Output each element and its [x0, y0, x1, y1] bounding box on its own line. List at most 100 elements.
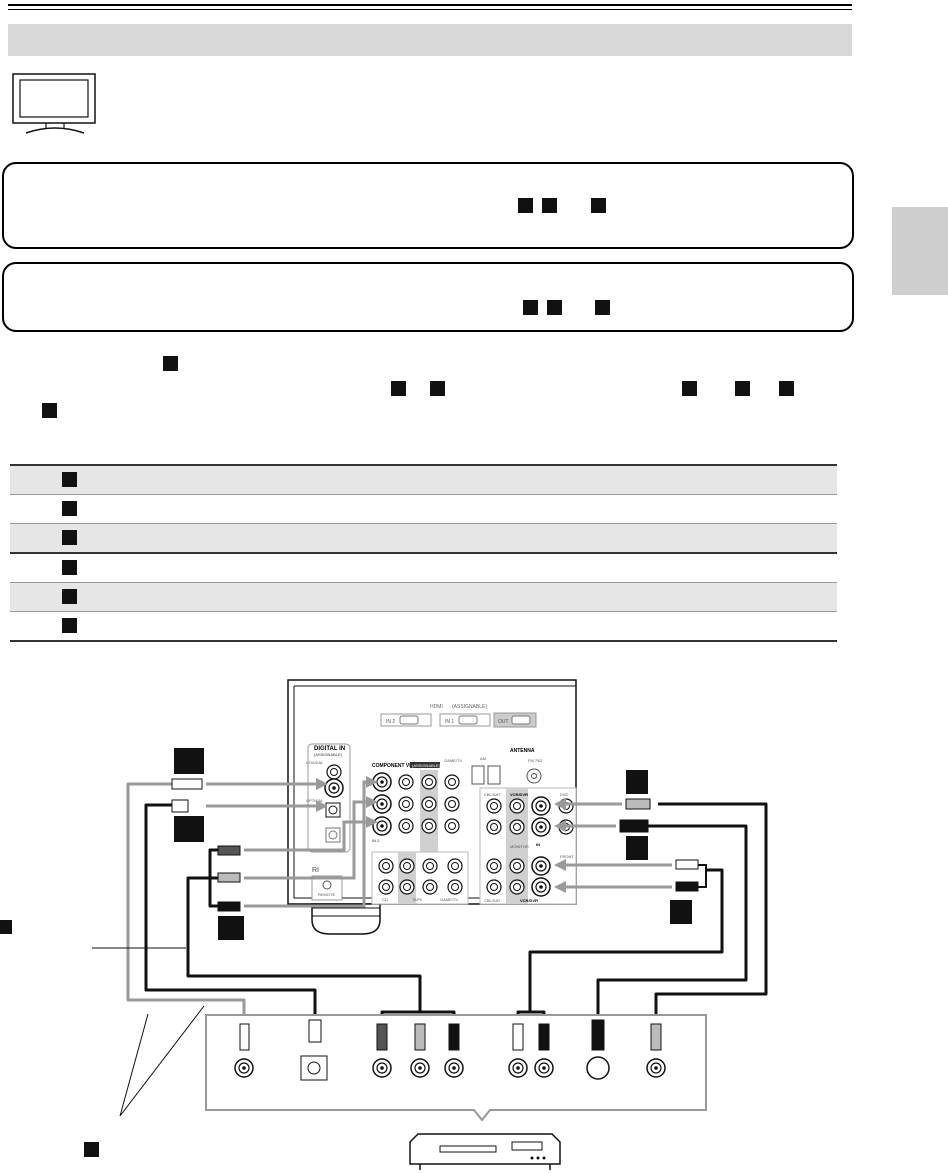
- device-component-jack[interactable]: [444, 1058, 464, 1078]
- ref-square: [42, 403, 57, 418]
- ref-square: [523, 300, 538, 315]
- component-jack: [421, 774, 437, 790]
- ref-square: [84, 1142, 99, 1157]
- ref-square: [163, 356, 178, 371]
- table-bottom-rule: [10, 640, 837, 642]
- ref-square: [779, 381, 794, 396]
- fm-label: FM 75Ω: [528, 758, 542, 763]
- component-sub-label: (ASSIGNABLE): [412, 763, 441, 768]
- connection-table: [10, 464, 837, 642]
- row-square: [62, 589, 77, 604]
- hdmi-port-label: IN 2: [386, 719, 395, 725]
- component-jack: [421, 796, 437, 812]
- plugs-and-arrows: [171, 776, 707, 912]
- row-square: [62, 472, 77, 487]
- ref-square: [174, 816, 204, 842]
- game-tv-label: GAME/TV: [444, 758, 462, 763]
- coaxial-label: COAXIAL: [306, 760, 324, 765]
- front-label: FRONT: [560, 854, 574, 859]
- component-jack: [421, 818, 437, 834]
- tv-icon: [12, 73, 96, 134]
- table-row: [10, 611, 837, 640]
- antenna-label: ANTENNA: [510, 748, 535, 754]
- am-label: AM: [480, 756, 486, 761]
- vcr-jack: [509, 858, 525, 874]
- component-jack: [398, 818, 414, 834]
- device-video-jack[interactable]: [646, 1058, 666, 1078]
- vcr-dvr-audio-r-jack[interactable]: [531, 877, 551, 897]
- in-2-label: IN 2: [372, 838, 380, 843]
- ref-square: [682, 381, 697, 396]
- coaxial-jack-1: [326, 764, 342, 780]
- receiver-rear-panel: HDMI (ASSIGNABLE) IN 2 IN 1 OUT DIGITAL …: [287, 679, 577, 935]
- connection-diagram: HDMI (ASSIGNABLE) IN 2 IN 1 OUT DIGITAL …: [0, 679, 768, 1170]
- optical-label: OPTICAL: [306, 798, 324, 803]
- tape-label: TAPE: [412, 897, 422, 902]
- table-row: [10, 464, 837, 494]
- vcr-dvr-bottom-label: VCR/DVR: [520, 898, 538, 903]
- game-tv-jack: [447, 879, 463, 895]
- note-box-hdmi: [2, 162, 854, 249]
- ref-square: [626, 836, 648, 860]
- cbl-sat-jack: [486, 858, 502, 874]
- ref-square: [735, 381, 750, 396]
- ref-square: [595, 300, 610, 315]
- device-component-jack[interactable]: [410, 1058, 430, 1078]
- table-row: [10, 582, 837, 611]
- ref-square: [547, 300, 562, 315]
- component-jack[interactable]: [372, 794, 392, 814]
- cbl-sat-label: CBL/SAT: [484, 792, 501, 797]
- hdmi-port-label: OUT: [498, 719, 509, 725]
- table-row: [10, 523, 837, 552]
- component-jack[interactable]: [372, 816, 392, 836]
- row-square: [62, 560, 77, 575]
- vcr-dvr-label: VCR/DVR: [510, 792, 528, 797]
- hdmi-port-label: IN 1: [445, 719, 454, 725]
- tape-jack: [399, 879, 415, 895]
- digital-in-label: DIGITAL IN: [314, 746, 345, 752]
- cd-jack: [378, 858, 394, 874]
- ref-square: [591, 198, 606, 213]
- game-tv-jack: [444, 818, 460, 834]
- device-component-jack[interactable]: [372, 1058, 392, 1078]
- side-tab: [892, 207, 948, 295]
- device-coaxial-jack[interactable]: [234, 1058, 254, 1078]
- tape-jack: [399, 858, 415, 874]
- vcr-dvr-audio-l-jack[interactable]: [531, 856, 551, 876]
- component-video-label: COMPONENT VIDEO: [372, 763, 422, 769]
- game-tv-jack: [447, 858, 463, 874]
- vcr-jack: [509, 879, 525, 895]
- tape-jack: [422, 858, 438, 874]
- hdmi-label: HDMI: [430, 704, 443, 710]
- note-box-component: [2, 262, 854, 332]
- source-device-panel: [205, 1014, 707, 1122]
- ref-square: [174, 748, 204, 774]
- device-audio-jack[interactable]: [534, 1058, 554, 1078]
- ref-square: [518, 198, 533, 213]
- remote-label: REMOTE: [318, 892, 335, 897]
- ref-square: [0, 920, 12, 934]
- game-tv-label-bottom: GAME/TV: [440, 897, 458, 902]
- ref-square: [626, 770, 648, 794]
- vcr-jack: [509, 819, 525, 835]
- row-square: [62, 618, 77, 633]
- coaxial-jack-2[interactable]: [324, 778, 344, 798]
- header-rule-top: [8, 4, 852, 6]
- hdmi-sub-label: (ASSIGNABLE): [452, 704, 487, 710]
- game-tv-jack: [444, 796, 460, 812]
- vcr-dvr-video-in-jack[interactable]: [531, 796, 551, 816]
- tape-jack: [422, 879, 438, 895]
- ref-square: [670, 900, 692, 924]
- digital-in-sub-label: (ASSIGNABLE): [314, 752, 343, 757]
- cables: [126, 782, 768, 1020]
- cbl-sat-jack: [486, 879, 502, 895]
- table-row: [10, 552, 837, 582]
- cbl-sat-jack: [486, 819, 502, 835]
- device-audio-jack[interactable]: [508, 1058, 528, 1078]
- component-jack: [398, 774, 414, 790]
- cd-jack: [378, 879, 394, 895]
- row-square: [62, 530, 77, 545]
- ref-square: [218, 916, 244, 940]
- vcr-dvr-s-video-in-jack[interactable]: [531, 817, 551, 837]
- vcr-player-icon: [409, 1133, 561, 1170]
